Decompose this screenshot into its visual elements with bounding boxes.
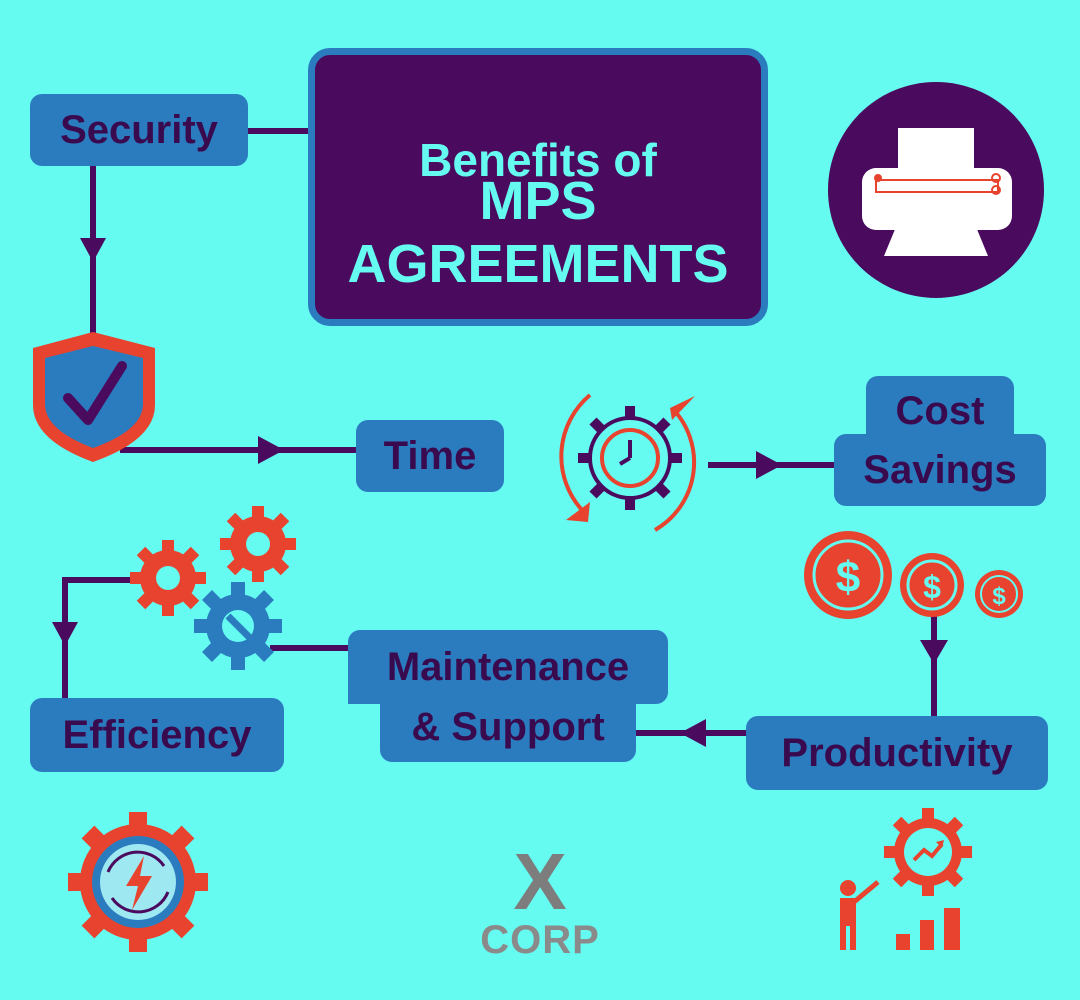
node-cost-savings-line1: Cost (895, 388, 985, 433)
arrow-left-maintenance (680, 719, 706, 747)
svg-text:$: $ (923, 569, 941, 605)
node-maintenance-line2: & Support (411, 704, 605, 749)
printer-icon (828, 82, 1044, 298)
arrow-down-productivity (920, 640, 948, 664)
node-maintenance-line1: Maintenance (386, 644, 630, 689)
arrow-right-cost (756, 451, 782, 479)
title-line-2: MPS (479, 171, 597, 231)
svg-text:$: $ (836, 553, 860, 602)
clock-gear-icon (559, 393, 697, 532)
energy-gear-icon (68, 812, 208, 952)
node-time: Time (356, 420, 504, 492)
node-security: Security (30, 94, 248, 166)
node-cost-savings-line2: Savings (863, 447, 1017, 492)
node-efficiency: Efficiency (30, 698, 284, 772)
node-maintenance-bottom: & Support (380, 692, 636, 762)
title-line-3: AGREEMENTS (347, 234, 729, 294)
node-maintenance-top: Maintenance (348, 630, 668, 704)
title-box: Benefits of MPS AGREEMENTS (308, 48, 768, 326)
gears-wrench-icon (130, 506, 296, 670)
shield-check-icon (33, 332, 155, 462)
growth-chart-icon (840, 808, 972, 950)
node-productivity: Productivity (746, 716, 1048, 790)
arrow-down-security (80, 238, 106, 262)
arrow-down-efficiency (52, 622, 78, 646)
svg-text:$: $ (992, 583, 1006, 610)
node-productivity-label: Productivity (781, 730, 1013, 775)
node-security-label: Security (60, 107, 218, 152)
node-efficiency-label: Efficiency (62, 712, 252, 757)
connector-gears-efficiency (62, 577, 138, 700)
logo-name: CORP (480, 918, 600, 962)
arrow-right-time (258, 436, 284, 464)
node-time-label: Time (383, 433, 477, 478)
logo-mark: X (513, 837, 567, 926)
node-cost-savings-bottom: Savings (834, 434, 1046, 506)
dollar-coins-icon: $ $ $ (804, 531, 1023, 619)
title-line-1: Benefits of (419, 134, 657, 186)
